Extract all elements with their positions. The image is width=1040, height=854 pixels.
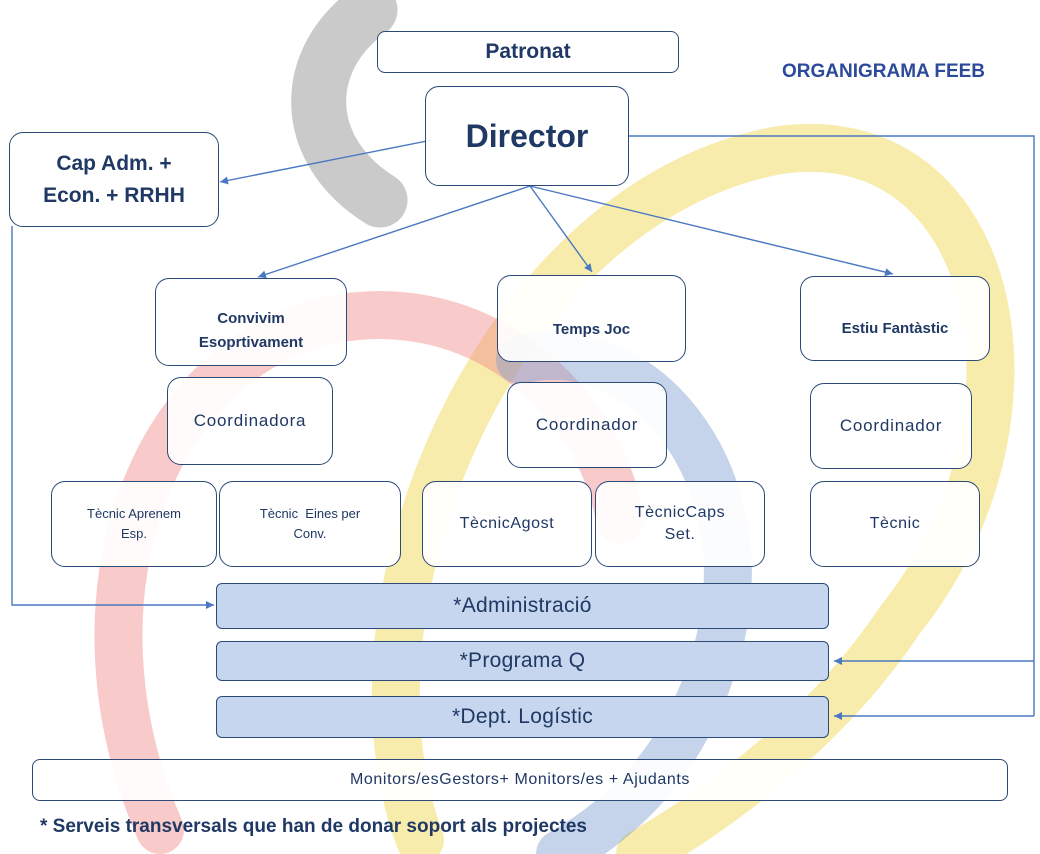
chart-title: ORGANIGRAMA FEEB <box>782 61 986 82</box>
coordinador-temps-label: Coordinador <box>535 415 639 434</box>
tecnic-aprenem-node: Tècnic Aprenem Esp. <box>51 481 217 567</box>
tecnic-aprenem-label-2: Esp. <box>120 526 147 541</box>
temps-joc-node: Temps Joc <box>497 275 686 362</box>
estiu-fantastic-node: Estiu Fantàstic <box>800 276 990 361</box>
grey-ring <box>291 0 408 228</box>
estiu-label: Estiu Fantàstic <box>841 320 949 337</box>
coordinador-estiu-label: Coordinador <box>839 416 943 435</box>
monitors-label: Monitors/esGestors+ Monitors/es + Ajudan… <box>349 771 690 788</box>
coordinador-estiu-node: Coordinador <box>810 383 972 469</box>
tecnic-aprenem-label-1: Tècnic Aprenem <box>87 506 181 521</box>
convivim-node: Convivim Esoprtivament <box>155 278 347 366</box>
footnote: * Serveis transversals que han de donar … <box>40 816 587 837</box>
director-node: Director <box>425 86 629 186</box>
tecnic-estiu-label: Tècnic <box>869 515 921 532</box>
tecnic-caps-label-1: TècnicCaps <box>634 504 726 521</box>
convivim-label-1: Convivim <box>217 310 285 327</box>
coordinadora-label: Coordinadora <box>193 411 307 430</box>
tecnic-eines-label-1: Tècnic Eines per <box>259 506 361 521</box>
tecnic-estiu-node: Tècnic <box>810 481 980 567</box>
coordinador-temps-node: Coordinador <box>507 382 667 468</box>
tecnic-agost-node: TècnicAgost <box>422 481 592 567</box>
tecnic-eines-node: Tècnic Eines per Conv. <box>219 481 401 567</box>
monitors-bar: Monitors/esGestors+ Monitors/es + Ajudan… <box>32 759 1008 801</box>
patronat-label: Patronat <box>485 40 571 63</box>
administracio-bar: *Administració <box>216 583 829 629</box>
programa-q-bar: *Programa Q <box>216 641 829 681</box>
administracio-label: *Administració <box>453 594 592 617</box>
tecnic-caps-label-2: Set. <box>664 526 696 543</box>
tecnic-agost-label: TècnicAgost <box>459 515 555 532</box>
coordinadora-node: Coordinadora <box>167 377 333 465</box>
logistic-label: *Dept. Logístic <box>451 705 594 728</box>
tecnic-caps-node: TècnicCaps Set. <box>595 481 765 567</box>
director-label: Director <box>465 117 589 154</box>
programa-q-label: *Programa Q <box>459 649 586 672</box>
cap-adm-label-2: Econ. + RRHH <box>43 183 185 207</box>
cap-adm-label-1: Cap Adm. + <box>56 151 172 175</box>
logistic-bar: *Dept. Logístic <box>216 696 829 738</box>
temps-joc-label: Temps Joc <box>552 321 631 338</box>
cap-adm-node: Cap Adm. + Econ. + RRHH <box>9 132 219 227</box>
tecnic-eines-label-2: Conv. <box>293 526 327 541</box>
convivim-label-2: Esoprtivament <box>198 334 304 351</box>
patronat-node: Patronat <box>377 31 679 73</box>
